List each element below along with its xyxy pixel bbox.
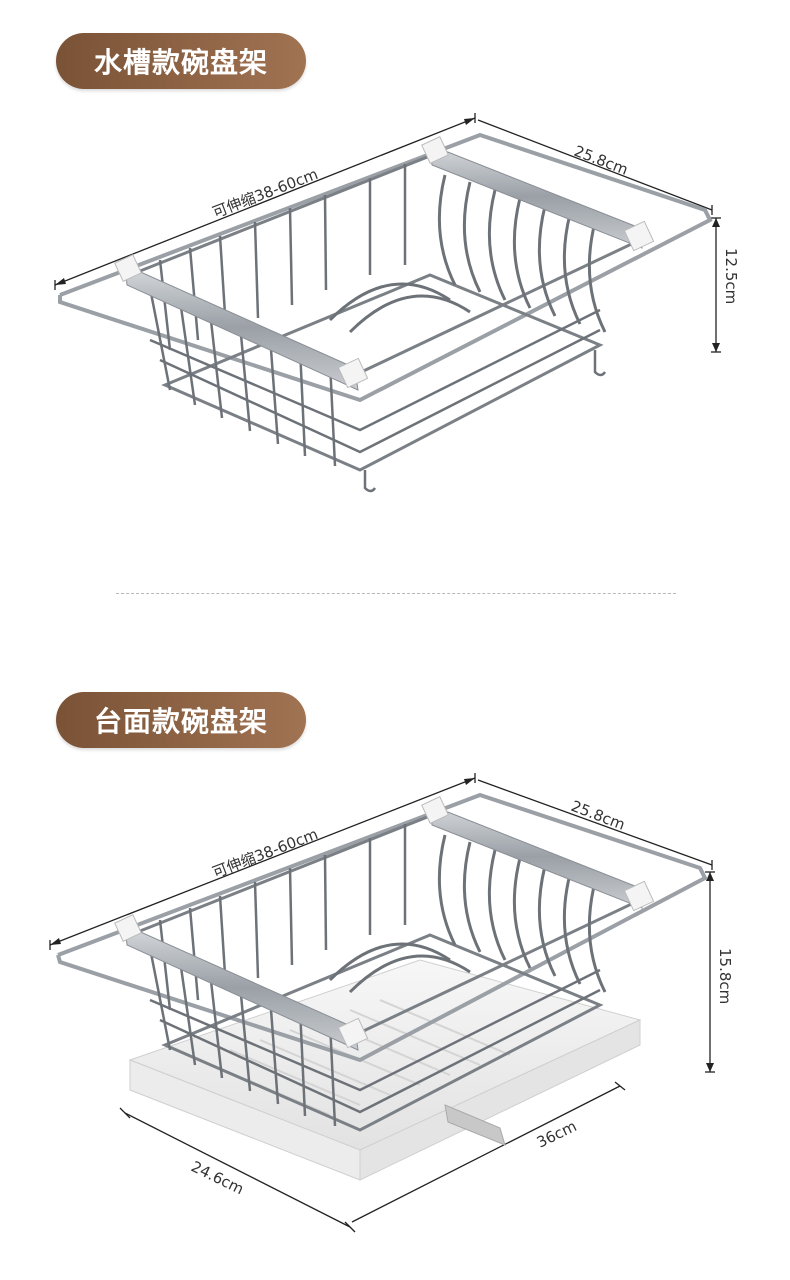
dim-height-label: 15.8cm	[716, 948, 734, 1004]
drain-spout	[444, 1104, 506, 1146]
drip-tray	[128, 959, 642, 1181]
dimension-arrows	[50, 778, 714, 1072]
section-title-sink-rack: 水槽款碗盘架	[56, 33, 306, 89]
dim-length-label: 可伸缩38-60cm	[210, 825, 321, 882]
dimension-arrows	[55, 118, 720, 352]
sink-dish-rack-illustration: 可伸缩38-60cm 25.8cm 12.5cm	[54, 113, 740, 493]
dimension-lines	[49, 773, 715, 1233]
dim-height-label: 12.5cm	[722, 248, 740, 304]
dim-tray-width-label: 24.6cm	[188, 1157, 246, 1198]
dim-length-label: 可伸缩38-60cm	[210, 165, 321, 222]
slider-end-caps	[114, 136, 655, 389]
section-title-countertop-rack: 台面款碗盘架	[56, 692, 306, 748]
section-divider	[116, 593, 676, 594]
slider-bar	[124, 804, 643, 1051]
dimension-lines	[54, 113, 721, 353]
slider-end-caps	[114, 796, 655, 1049]
rack-basket	[58, 132, 713, 493]
countertop-dish-rack-illustration: 可伸缩38-60cm 25.8cm 15.8cm 36cm 24.6cm	[49, 773, 734, 1233]
dim-tray-length-label: 36cm	[534, 1117, 580, 1152]
